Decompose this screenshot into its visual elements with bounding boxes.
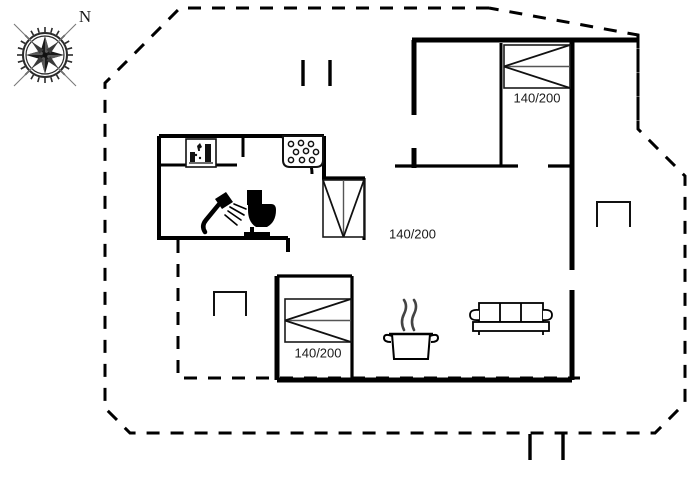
niche-right (596, 201, 631, 227)
window-top-right[interactable]: 140/200 (503, 44, 571, 105)
compass-rose (13, 23, 77, 87)
toilet-icon (244, 190, 276, 236)
window-lower-left-label: 140/200 (295, 345, 342, 360)
window-middle-label: 140/200 (389, 226, 436, 241)
shower-icon (201, 192, 247, 235)
interior-dashed-walls (176, 35, 640, 380)
stovetop-icon (282, 135, 324, 168)
vanity-icon (185, 138, 217, 168)
cooking-pot-icon (382, 298, 440, 360)
window-top-right-label: 140/200 (514, 90, 561, 105)
structural-walls (157, 37, 638, 383)
terrace-outline (103, 6, 687, 435)
roof-tick-marks (301, 60, 565, 460)
sofa-icon (469, 302, 553, 335)
window-middle[interactable]: 140/200 (322, 179, 436, 241)
north-label: N (79, 7, 91, 26)
window-lower-left[interactable]: 140/200 (284, 298, 352, 360)
niche-left (213, 291, 247, 316)
